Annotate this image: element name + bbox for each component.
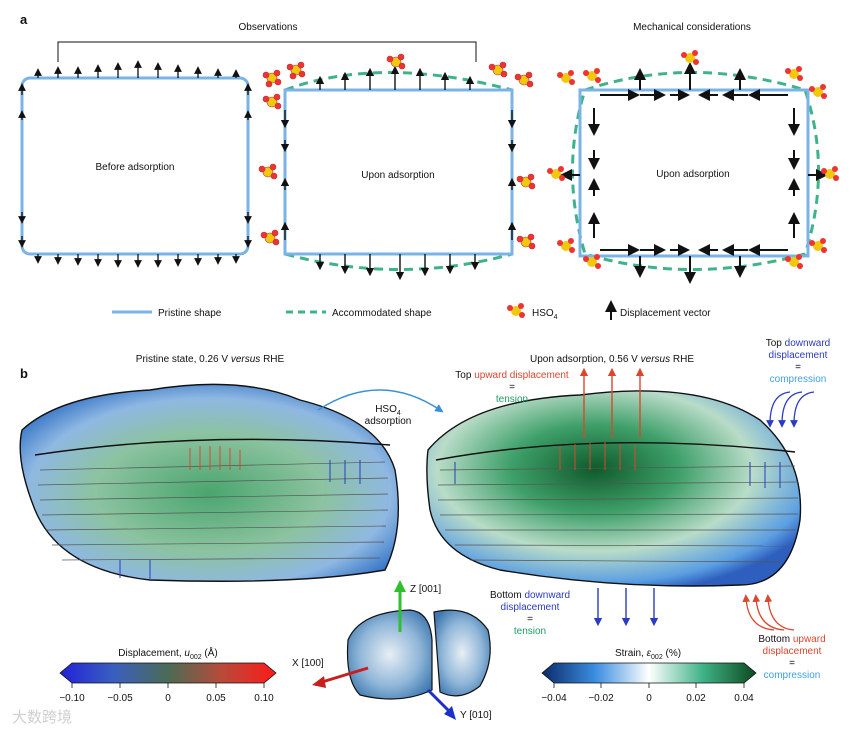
y-axis-arrow: [426, 688, 452, 714]
legend-displacement-label: Displacement vector: [620, 308, 711, 319]
crystal-adsorbed: [426, 390, 802, 587]
displacement-field-lines-left: [37, 461, 389, 561]
y-axis-label: Y [010]: [460, 710, 492, 721]
crystal-pristine: [19, 383, 400, 582]
colorbar-displacement-tick: 0.10: [254, 693, 274, 704]
colorbar-strain-tick: 0: [646, 693, 652, 704]
upward-vectors-left: [189, 446, 241, 470]
downward-vectors-left: [119, 460, 361, 580]
adsorption-label-line2: adsorption: [365, 416, 412, 427]
legend-pristine-label: Pristine shape: [158, 308, 222, 319]
top-upward-result: tension: [496, 394, 528, 405]
pristine-shape-outline: [578, 88, 810, 258]
box1-label: Before adsorption: [96, 162, 175, 173]
box-before-adsorption: Before adsorption: [18, 60, 252, 268]
box2-label: Upon adsorption: [361, 170, 434, 181]
legend-accommodated-label: Accommodated shape: [332, 308, 432, 319]
mechanical-title: Mechanical considerations: [633, 22, 751, 33]
panel-a-label: a: [20, 12, 28, 27]
adsorption-arrow: [317, 389, 444, 413]
right-title: Upon adsorption, 0.56 V versus RHE: [530, 354, 694, 365]
observations-bracket: [57, 41, 477, 62]
accommodated-shape-outline: [571, 71, 820, 271]
top-downward-arrows: [766, 391, 815, 428]
displacement-vectors-box3: [560, 62, 828, 284]
box-mechanical-considerations: Upon adsorption: [547, 50, 839, 284]
colorbar-strain-tick: 0.04: [734, 693, 754, 704]
colorbar-strain: Strain, ε002 (%) −0.04 −0.02 0 0.02 0.04: [541, 648, 757, 704]
adsorption-label-line1: HSO4: [375, 404, 401, 417]
legend-hso4-label: HSO4: [532, 308, 558, 321]
bottom-downward-line1: Bottom downward: [490, 590, 570, 601]
bottom-downward-eq: =: [527, 614, 533, 625]
displacement-field-lines-right: [437, 465, 799, 563]
colorbar-displacement-tick: 0.05: [206, 693, 226, 704]
hso4-molecule-group: [547, 50, 839, 269]
bottom-downward-line2: displacement: [501, 602, 560, 613]
left-title: Pristine state, 0.26 V versus RHE: [136, 354, 285, 365]
colorbar-displacement-title: Displacement, u002 (Å): [118, 646, 218, 661]
top-downward-line1: Top downward: [766, 338, 831, 349]
displacement-vectors-box1: [18, 60, 252, 268]
legend: Pristine shape Accommodated shape HSO4 D…: [112, 300, 711, 321]
bottom-upward-line2: displacement: [763, 646, 822, 657]
downward-vectors-right: [454, 462, 781, 488]
upward-vectors-right: [559, 442, 636, 470]
pristine-shape-outline: [283, 88, 514, 256]
colorbar-strain-bar: [541, 662, 757, 684]
hso4-molecule-group: [258, 53, 536, 250]
box3-label: Upon adsorption: [656, 169, 729, 180]
bottom-upward-result: compression: [764, 670, 821, 681]
colorbar-strain-tick: −0.04: [541, 693, 567, 704]
top-upward-line1: Top upward displacement: [455, 370, 569, 381]
x-axis-label: X [100]: [292, 658, 324, 669]
top-downward-result: compression: [770, 374, 827, 385]
z-axis-label: Z [001]: [410, 584, 441, 595]
panel-b-label: b: [20, 366, 28, 381]
displacement-vectors-box2: [280, 65, 517, 281]
bottom-downward-result: tension: [514, 626, 546, 637]
top-upward-arrows: [579, 367, 645, 438]
colorbar-displacement-bar: [59, 662, 277, 684]
box-upon-adsorption-observed: Upon adsorption: [258, 53, 536, 281]
colorbar-displacement: Displacement, u002 (Å) −0.10 −0.05 0 0.0…: [59, 646, 277, 704]
x-axis-arrow: [321, 666, 369, 684]
crystal-axes-inset: [312, 580, 491, 720]
colorbar-displacement-tick: −0.10: [59, 693, 85, 704]
top-upward-eq: =: [509, 382, 515, 393]
watermark: 大数跨境: [12, 708, 72, 726]
bottom-upward-eq: =: [789, 658, 795, 669]
pristine-shape-outline: [20, 76, 250, 256]
bottom-upward-arrows: [742, 594, 795, 631]
top-downward-line2: displacement: [769, 350, 828, 361]
top-downward-eq: =: [795, 362, 801, 373]
bottom-downward-arrows: [593, 588, 659, 627]
colorbar-strain-tick: −0.02: [588, 693, 614, 704]
colorbar-strain-title: Strain, ε002 (%): [615, 648, 681, 661]
bottom-upward-line1: Bottom upward: [758, 634, 825, 645]
colorbar-displacement-tick: 0: [165, 693, 171, 704]
colorbar-displacement-tick: −0.05: [107, 693, 133, 704]
colorbar-strain-tick: 0.02: [686, 693, 706, 704]
observations-title: Observations: [239, 22, 298, 33]
legend-hso4-icon: [507, 303, 525, 318]
